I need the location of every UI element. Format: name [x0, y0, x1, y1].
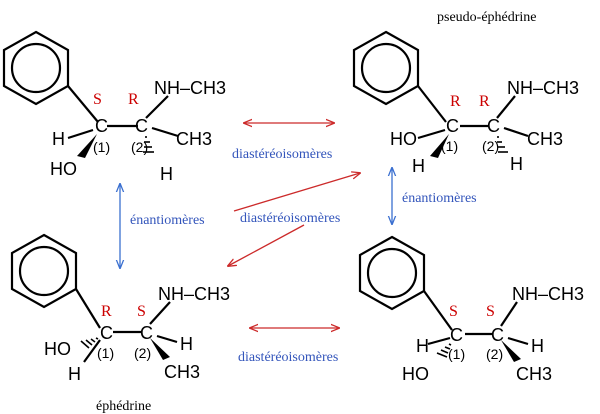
- c2-h-atom: H: [180, 334, 193, 354]
- c1-h-bond: [83, 339, 101, 363]
- c1-number: (1): [441, 138, 458, 154]
- c2-number: (2): [482, 138, 499, 154]
- amine-group: NH–CH3: [507, 78, 579, 98]
- c2-ch3-wedge: [150, 338, 170, 360]
- ring-to-c1-bond: [75, 288, 101, 329]
- c2-n-bond: [149, 301, 171, 325]
- c2-label: C: [140, 323, 153, 343]
- c1-label: C: [95, 116, 108, 136]
- ring-to-c1-bond: [423, 290, 453, 331]
- c2-number: (2): [134, 345, 151, 361]
- c2-number: (2): [486, 346, 503, 362]
- relation-label: énantiomères: [130, 213, 205, 228]
- c2-ch3-bond: [151, 126, 179, 138]
- c2-number: (2): [131, 139, 148, 155]
- c2-ch3-wedge: [501, 340, 521, 362]
- c1-h-bond: [427, 336, 451, 346]
- c2-h-atom: H: [531, 336, 544, 356]
- c2-methyl-group: CH3: [516, 364, 552, 384]
- benzene-ring: [352, 30, 420, 106]
- c1-oh-bond: [417, 128, 446, 140]
- diagonal-arrow-up: [233, 173, 360, 212]
- relation-top-diastereoisomers: diastéréoisomères: [232, 123, 334, 162]
- c1-hydroxyl-group: HO: [44, 339, 71, 359]
- c2-config-label: S: [486, 303, 495, 320]
- c2-h-atom: H: [510, 154, 523, 174]
- c1-number: (1): [448, 346, 465, 362]
- c1-oh-wedge: [77, 134, 97, 158]
- molecule-ephedrine-1R-2S: C C R S NH–CH3 HO H H CH3 (1) (2) éphédr…: [10, 233, 230, 414]
- relation-label: diastéréoisomères: [240, 211, 340, 226]
- c2-config-label: S: [137, 303, 146, 320]
- c2-methyl-group: CH3: [164, 362, 200, 382]
- c1-config-label: S: [449, 303, 458, 320]
- c1-label: C: [450, 325, 463, 345]
- relation-right-enantiomers: énantiomères: [392, 168, 477, 224]
- relation-diagonal-diastereoisomers: diastéréoisomères: [228, 173, 360, 266]
- c1-label: C: [446, 116, 459, 136]
- ring-to-c1-bond: [417, 85, 447, 123]
- relation-left-enantiomers: énantiomères: [120, 184, 205, 268]
- c2-h-hash: [497, 136, 508, 153]
- c2-label: C: [487, 116, 500, 136]
- c2-n-bond: [496, 95, 516, 119]
- ephedrine-name: éphédrine: [96, 399, 151, 414]
- c2-h-hash: [143, 136, 154, 153]
- molecule-1S-2S: C C S S NH–CH3 H HO H CH3 (1) (2): [358, 235, 584, 384]
- c2-config-label: R: [128, 91, 139, 108]
- c1-h-atom: H: [68, 364, 81, 384]
- amine-group: NH–CH3: [154, 78, 226, 98]
- c2-h-atom: H: [160, 164, 173, 184]
- c1-hydroxyl-group: HO: [390, 129, 417, 149]
- ring-to-c1-bond: [67, 85, 99, 123]
- c1-oh-hash: [436, 343, 452, 358]
- c1-oh-hash: [80, 337, 99, 349]
- benzene-ring: [10, 233, 78, 309]
- c1-h-bond: [67, 128, 94, 140]
- c1-config-label: R: [450, 93, 461, 110]
- c2-h-bond: [507, 336, 529, 346]
- c1-h-atom: H: [412, 156, 425, 176]
- c2-label: C: [491, 325, 504, 345]
- benzene-ring: [2, 30, 70, 106]
- c2-methyl-group: CH3: [527, 129, 563, 149]
- c1-label: C: [100, 323, 113, 343]
- amine-group: NH–CH3: [512, 284, 584, 304]
- c1-h-wedge: [430, 134, 449, 158]
- c2-methyl-group: CH3: [176, 129, 212, 149]
- c1-hydroxyl-group: HO: [50, 159, 77, 179]
- c1-h-atom: H: [52, 129, 65, 149]
- c2-label: C: [135, 116, 148, 136]
- relation-bottom-diastereoisomers: diastéréoisomères: [238, 328, 339, 365]
- molecule-1S-2R: C C S R NH–CH3 H HO CH3 H (1) (2): [2, 30, 226, 184]
- molecule-pseudoephedrine-1R-2R: pseudo-éphédrine C C R R NH–CH3 HO H CH3…: [352, 10, 579, 176]
- relation-label: diastéréoisomères: [232, 147, 332, 162]
- c2-n-bond: [145, 95, 169, 119]
- benzene-ring: [358, 235, 426, 311]
- c2-n-bond: [500, 301, 518, 327]
- c1-config-label: R: [101, 303, 112, 320]
- c1-hydroxyl-group: HO: [402, 364, 429, 384]
- c2-h-bond: [156, 334, 178, 344]
- relation-label: énantiomères: [402, 191, 477, 206]
- c1-number: (1): [97, 345, 114, 361]
- relation-label: diastéréoisomères: [238, 350, 338, 365]
- diagonal-arrow-down: [228, 224, 305, 266]
- c2-ch3-bond: [503, 126, 529, 138]
- amine-group: NH–CH3: [158, 284, 230, 304]
- c1-config-label: S: [93, 91, 102, 108]
- c1-number: (1): [93, 139, 110, 155]
- c2-config-label: R: [479, 93, 490, 110]
- pseudoephedrine-name: pseudo-éphédrine: [437, 10, 537, 25]
- c1-h-atom: H: [416, 336, 429, 356]
